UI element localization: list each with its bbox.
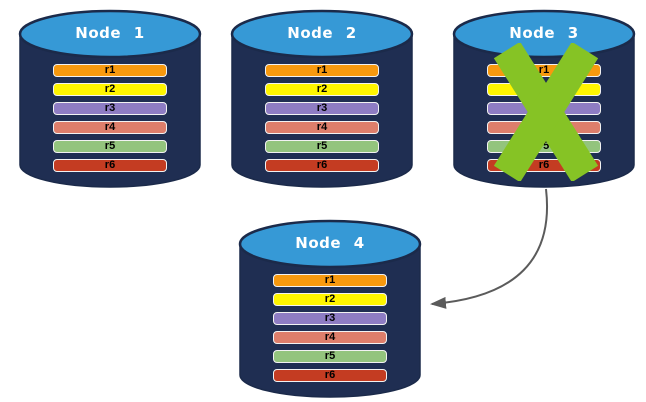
row-r1: r1 [273, 274, 387, 287]
row-r5: r5 [265, 140, 379, 153]
arrow-curve [430, 188, 548, 309]
row-r2: r2 [273, 293, 387, 306]
row-r4: r4 [265, 121, 379, 134]
row-r3: r3 [265, 102, 379, 115]
cylinder-top [452, 9, 636, 59]
row-r1: r1 [265, 64, 379, 77]
row-r6: r6 [273, 369, 387, 382]
row-r1: r1 [53, 64, 167, 77]
cylinder-top [230, 9, 414, 59]
node-4: Node 4 r1 r2 r3 r4 r5 r6 [238, 211, 422, 399]
failure-x-icon [493, 43, 599, 181]
node-title: Node 2 [287, 24, 357, 42]
cylinder-top [18, 9, 202, 59]
row-r6: r6 [53, 159, 167, 172]
row-r4: r4 [273, 331, 387, 344]
node-title: Node 1 [75, 24, 145, 42]
row-r3: r3 [53, 102, 167, 115]
replica-rows: r1 r2 r3 r4 r5 r6 [265, 64, 379, 178]
row-r4: r4 [53, 121, 167, 134]
cylinder-top [238, 219, 422, 269]
node-1: Node 1 r1 r2 r3 r4 r5 r6 [18, 1, 202, 189]
row-r5: r5 [53, 140, 167, 153]
replica-rows: r1 r2 r3 r4 r5 r6 [53, 64, 167, 178]
replica-rows: r1 r2 r3 r4 r5 r6 [273, 274, 387, 388]
node-title: Node 4 [295, 234, 365, 252]
row-r2: r2 [53, 83, 167, 96]
row-r2: r2 [265, 83, 379, 96]
node-title: Node 3 [509, 24, 579, 42]
node-2: Node 2 r1 r2 r3 r4 r5 r6 [230, 1, 414, 189]
row-r6: r6 [265, 159, 379, 172]
row-r3: r3 [273, 312, 387, 325]
row-r5: r5 [273, 350, 387, 363]
